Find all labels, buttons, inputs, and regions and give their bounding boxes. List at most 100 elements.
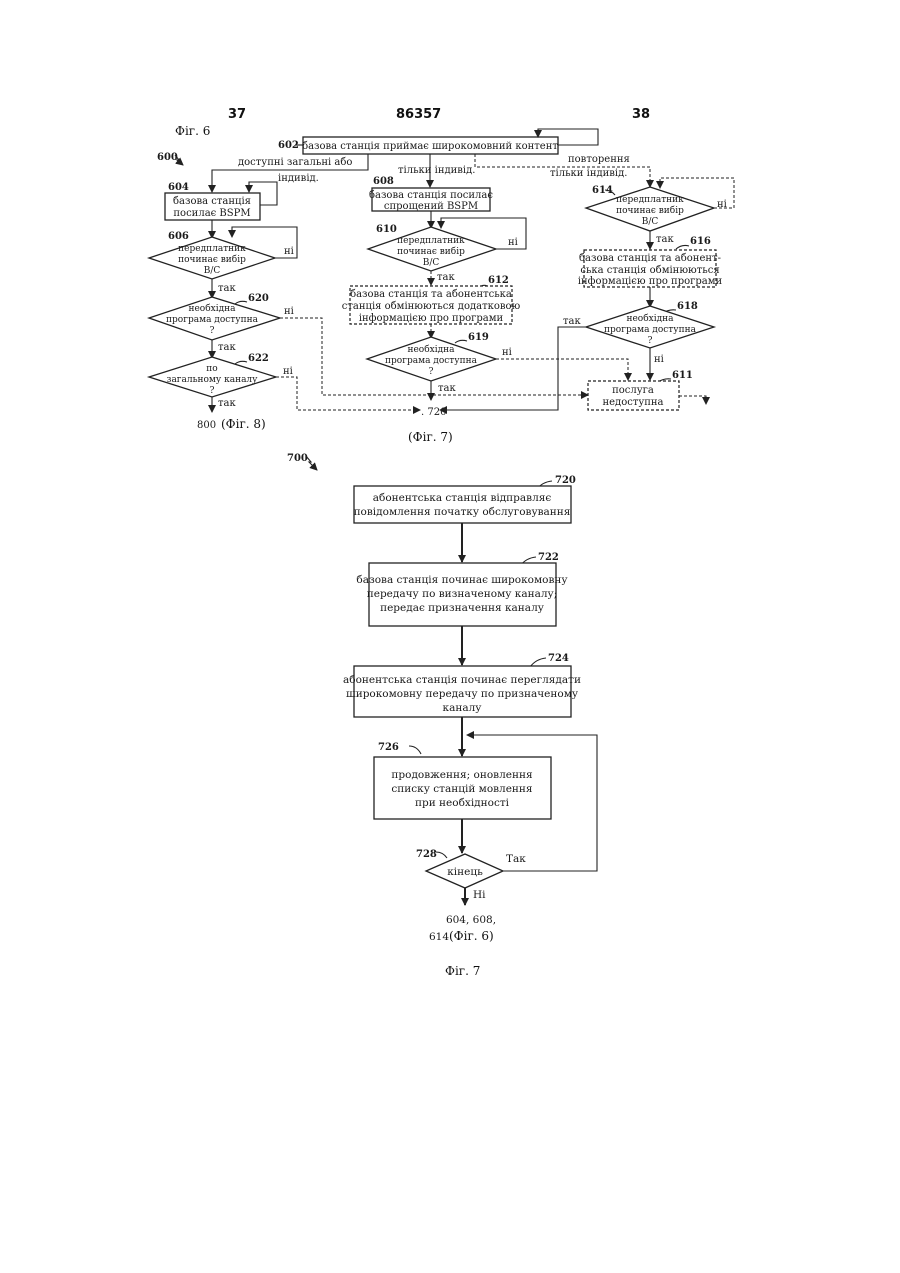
n728-ref-leader <box>436 852 447 858</box>
n614-line3: В/С <box>642 217 659 227</box>
n614-no: ні <box>717 199 727 210</box>
n616-ref: 616 <box>690 236 711 247</box>
n620-line2: програма доступна <box>166 315 259 325</box>
n616-line3: інформацією про програми <box>578 276 723 287</box>
n720-line1: абонентська станція відправляє <box>373 492 552 504</box>
n610-line3: В/С <box>423 258 440 268</box>
n724-ref: 724 <box>548 653 569 664</box>
n722-line2: передачу по визначеному каналу; <box>367 588 558 600</box>
n612-line3: інформацією про програми <box>359 313 504 324</box>
n614-yes: так <box>656 234 674 245</box>
n720-ref: 720 <box>555 475 576 486</box>
n726-ref-leader <box>409 746 421 754</box>
n616-ref-leader <box>676 245 689 249</box>
n619-ref: 619 <box>468 332 489 343</box>
n606-line3: В/С <box>204 266 221 276</box>
fig6-ref: 600 <box>157 152 178 163</box>
n610-line2: починає вибір <box>397 246 465 257</box>
edge-611-exit <box>679 396 706 404</box>
n619-line1: необхідна <box>407 344 455 355</box>
n611-line1: послуга <box>612 385 654 396</box>
n608-line2: спрощений BSPM <box>384 201 478 212</box>
n618-yes: так <box>563 316 581 327</box>
edge-619-611 <box>496 359 628 380</box>
n618-line2: програма доступна <box>604 325 697 335</box>
n618-line1: необхідна <box>626 313 674 324</box>
n610-ref: 610 <box>376 224 397 235</box>
edge-622-720 <box>276 377 420 410</box>
n620-ref: 620 <box>248 293 269 304</box>
n618-no: ні <box>654 354 664 365</box>
n606-line2: починає вибір <box>178 254 246 265</box>
label-available-general: доступні загальні або <box>238 157 352 168</box>
n604-line2: посилає BSPM <box>173 208 250 219</box>
n619-no: ні <box>502 347 512 358</box>
n610-yes: так <box>437 272 455 283</box>
n606-ref: 606 <box>168 231 189 242</box>
n618-ref: 618 <box>677 301 698 312</box>
n602-text: базова станція приймає широкомовний конт… <box>302 141 558 152</box>
fig7-caption: Фіг. 7 <box>445 964 480 978</box>
n618-line3: ? <box>648 336 653 346</box>
n722-line3: передає призначення каналу <box>380 602 545 614</box>
n614-line1: передплатник <box>616 195 684 205</box>
fig7-ref: 700 <box>287 453 308 464</box>
n720-line2: повідомлення початку обслуговування <box>354 506 571 518</box>
n622-ref-leader <box>235 361 247 364</box>
n602-repeat-label: повторення <box>568 154 630 165</box>
n611-line2: недоступна <box>602 397 663 408</box>
n724-line2: широкомовну передачу по призначеному <box>346 688 579 700</box>
n619-line2: програма доступна <box>385 356 478 366</box>
n604-line1: базова станція <box>173 196 251 207</box>
n728-yes: Так <box>506 853 526 865</box>
n620-ref-leader <box>235 301 247 304</box>
n616-line1: базова станція та абонент- <box>579 253 721 264</box>
n620-yes: так <box>218 342 236 353</box>
n619-line3: ? <box>429 367 434 377</box>
n726-ref: 726 <box>378 742 399 753</box>
fig6-ref-pointer <box>175 155 183 165</box>
n622-line1: по <box>206 364 217 374</box>
n800-num: 800 <box>197 420 216 431</box>
end-line1: 604, 608, <box>446 914 496 926</box>
n612-ref: 612 <box>488 275 509 286</box>
n608-ref: 608 <box>373 176 394 187</box>
n622-yes: так <box>218 398 236 409</box>
n720-link-num: . 720 <box>421 407 446 418</box>
n610-line1: передплатник <box>397 236 465 246</box>
n728-text: кінець <box>447 866 483 878</box>
n726-line3: при необхідності <box>415 797 510 809</box>
n612-line1: базова станція та абонентська <box>350 289 512 300</box>
n606-no: ні <box>284 246 294 257</box>
n620-line1: необхідна <box>188 303 236 314</box>
n800-fig: (Фіг. 8) <box>221 417 266 431</box>
n619-ref-leader <box>455 340 467 343</box>
label-indiv: індивід. <box>278 173 319 184</box>
n622-line3: ? <box>210 386 215 396</box>
n724-line3: каналу <box>443 702 483 714</box>
n610-no: ні <box>508 237 518 248</box>
n720-link-fig: (Фіг. 7) <box>408 430 453 444</box>
n722-ref: 722 <box>538 552 559 563</box>
n604-ref: 604 <box>168 182 189 193</box>
n612-line2: станція обмінюються додатковою <box>342 301 521 312</box>
document-number: 86357 <box>396 107 441 122</box>
end-line2-num: 614 <box>429 931 449 943</box>
n622-no: ні <box>283 366 293 377</box>
n728-no: Ні <box>473 889 486 901</box>
page-number-right: 38 <box>632 107 650 122</box>
n728-ref: 728 <box>416 849 437 860</box>
n722-line1: базова станція починає широкомовну <box>356 574 568 586</box>
end-line2-fig: (Фіг. 6) <box>449 929 494 943</box>
page-number-left: 37 <box>228 107 246 122</box>
n616-line2: ська станція обмінюються <box>580 265 719 276</box>
n606-yes: так <box>218 283 236 294</box>
label-only-indiv-mid: тільки індивід. <box>398 165 475 176</box>
n606-line1: передплатник <box>178 244 246 254</box>
n622-ref: 622 <box>248 353 269 364</box>
n724-line1: абонентська станція починає переглядати <box>343 674 581 686</box>
n620-no: ні <box>284 306 294 317</box>
n726-line2: списку станцій мовлення <box>391 783 533 795</box>
label-only-indiv-right: тільки індивід. <box>550 168 627 179</box>
